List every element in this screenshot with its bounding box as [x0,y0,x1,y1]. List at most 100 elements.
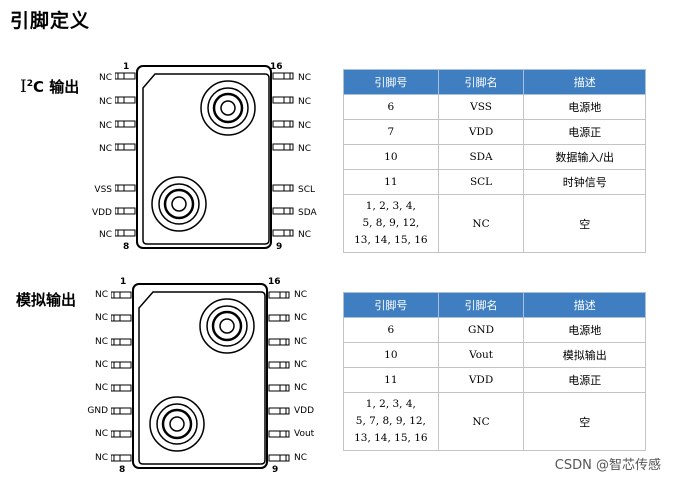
cell-pin-no: 11 [343,169,439,195]
table-row: 6 VSS 电源地 [343,94,646,120]
table-row: 10 SDA 数据输入/出 [343,144,646,170]
cell-desc: 时钟信号 [523,169,646,195]
cell-pin-name: VSS [437,94,525,120]
pin-number-top-left: 1 [120,277,127,287]
pin-table-analog: 引脚号 引脚名 描述 6 GND 电源地 10 Vout 模拟输出 11 VDD… [343,292,646,451]
pin-number-bottom-right: 9 [276,242,283,252]
pin-label-right: NC [294,360,308,370]
cell-pin-name: SCL [437,169,525,195]
table-header-row: 引脚号 引脚名 描述 [343,69,646,95]
cell-pin-no: 11 [343,367,439,393]
header-pin-name: 引脚名 [437,292,525,318]
left-pin-pads [115,72,136,237]
pin-no-line: 5, 7, 8, 9, 12, [355,415,426,427]
pin-no-line: 1, 2, 3, 4, [365,200,416,212]
right-pin-pads [268,291,290,462]
section-label-i2c: I2C 输出 [20,76,79,97]
header-pin-name: 引脚名 [437,69,525,95]
sensor-port-bottom [151,176,207,232]
pin-label-right: VDD [294,406,315,416]
pin-label-left: GND [87,406,108,416]
pin-number-top-right: 16 [268,277,281,287]
header-desc: 描述 [523,292,646,318]
pin-label-left: VDD [91,208,112,218]
cell-pin-no: 6 [343,317,439,343]
cell-pin-name: NC [437,392,525,451]
pin-label-right: Vout [294,429,315,439]
pin-label-right: NC [298,230,312,240]
pin-no-line: 5, 8, 9, 12, [362,217,420,229]
chip-inner-outline [142,73,270,245]
pin-no-line: 13, 14, 15, 16 [354,234,428,246]
table-row: 11 SCL 时钟信号 [343,169,646,195]
pin-label-right: NC [294,383,308,393]
cell-pin-no-multi: 1, 2, 3, 4, 5, 7, 8, 9, 12, 13, 14, 15, … [343,392,439,451]
pin-label-left: NC [98,230,112,240]
pin-label-left: NC [94,313,108,323]
cell-desc: 空 [523,392,646,451]
pin-label-left: NC [94,453,108,463]
table-row: 7 VDD 电源正 [343,119,646,145]
cell-pin-no: 6 [343,94,439,120]
header-pin-no: 引脚号 [343,292,439,318]
sensor-port-top [199,298,255,354]
pin-label-right: NC [298,144,312,154]
pin-label-right: SDA [298,208,317,218]
pin-label-left: NC [94,383,108,393]
chip-inner-outline [138,291,266,465]
pin-label-left: VSS [94,185,112,195]
pin-label-left: NC [94,337,108,347]
chip-body [136,65,272,249]
chip-body [132,283,268,469]
cell-pin-no-multi: 1, 2, 3, 4, 5, 8, 9, 12, 13, 14, 15, 16 [343,194,439,253]
pin-number-bottom-right: 9 [272,465,279,475]
pin-label-left: NC [94,360,108,370]
pin-no-line: 13, 14, 15, 16 [354,432,428,444]
cell-pin-name: Vout [437,342,525,368]
left-pin-pads [111,291,132,462]
section-label-suffix: C 输出 [32,78,80,96]
pin-label-right: NC [294,337,308,347]
pin-label-right: NC [294,290,308,300]
table-row: 1, 2, 3, 4, 5, 7, 8, 9, 12, 13, 14, 15, … [343,392,646,451]
pin-label-left: NC [98,144,112,154]
pin-label-right: NC [298,97,312,107]
cell-desc: 电源地 [523,317,646,343]
pin-number-bottom-left: 8 [119,465,126,475]
page-title: 引脚定义 [10,10,91,32]
watermark: CSDN @智芯传感 [554,458,661,473]
pin-table-i2c: 引脚号 引脚名 描述 6 VSS 电源地 7 VDD 电源正 10 SDA 数据… [343,69,646,253]
section-label-sup: 2 [26,79,33,89]
table-row: 1, 2, 3, 4, 5, 8, 9, 12, 13, 14, 15, 16 … [343,194,646,253]
cell-pin-name: VDD [437,119,525,145]
pin-label-right: NC [294,453,308,463]
header-pin-no: 引脚号 [343,69,439,95]
pin-label-right: NC [294,313,308,323]
cell-pin-name: GND [437,317,525,343]
cell-desc: 电源地 [523,94,646,120]
pin-label-left: NC [94,290,108,300]
section-label-prefix: I [20,77,27,97]
pin-number-top-right: 16 [270,62,283,72]
i2c-chip-diagram [115,65,294,249]
cell-pin-name: VDD [437,367,525,393]
table-row: 10 Vout 模拟输出 [343,342,646,368]
pin-no-line: 1, 2, 3, 4, [365,398,416,410]
pin-number-bottom-left: 8 [123,242,130,252]
header-desc: 描述 [523,69,646,95]
table-row: 6 GND 电源地 [343,317,646,343]
right-pin-pads [272,72,294,237]
pin-number-top-left: 1 [123,62,130,72]
pin-label-left: NC [94,429,108,439]
cell-pin-name: SDA [437,144,525,170]
pin-label-left: NC [98,97,112,107]
table-header-row: 引脚号 引脚名 描述 [343,292,646,318]
cell-desc: 电源正 [523,119,646,145]
cell-pin-name: NC [437,194,525,253]
sensor-port-bottom [149,396,205,452]
pin-label-right: NC [298,73,312,83]
sensor-port-top [200,80,256,136]
table-row: 11 VDD 电源正 [343,367,646,393]
cell-desc: 模拟输出 [523,342,646,368]
section-label-analog: 模拟输出 [16,291,77,309]
